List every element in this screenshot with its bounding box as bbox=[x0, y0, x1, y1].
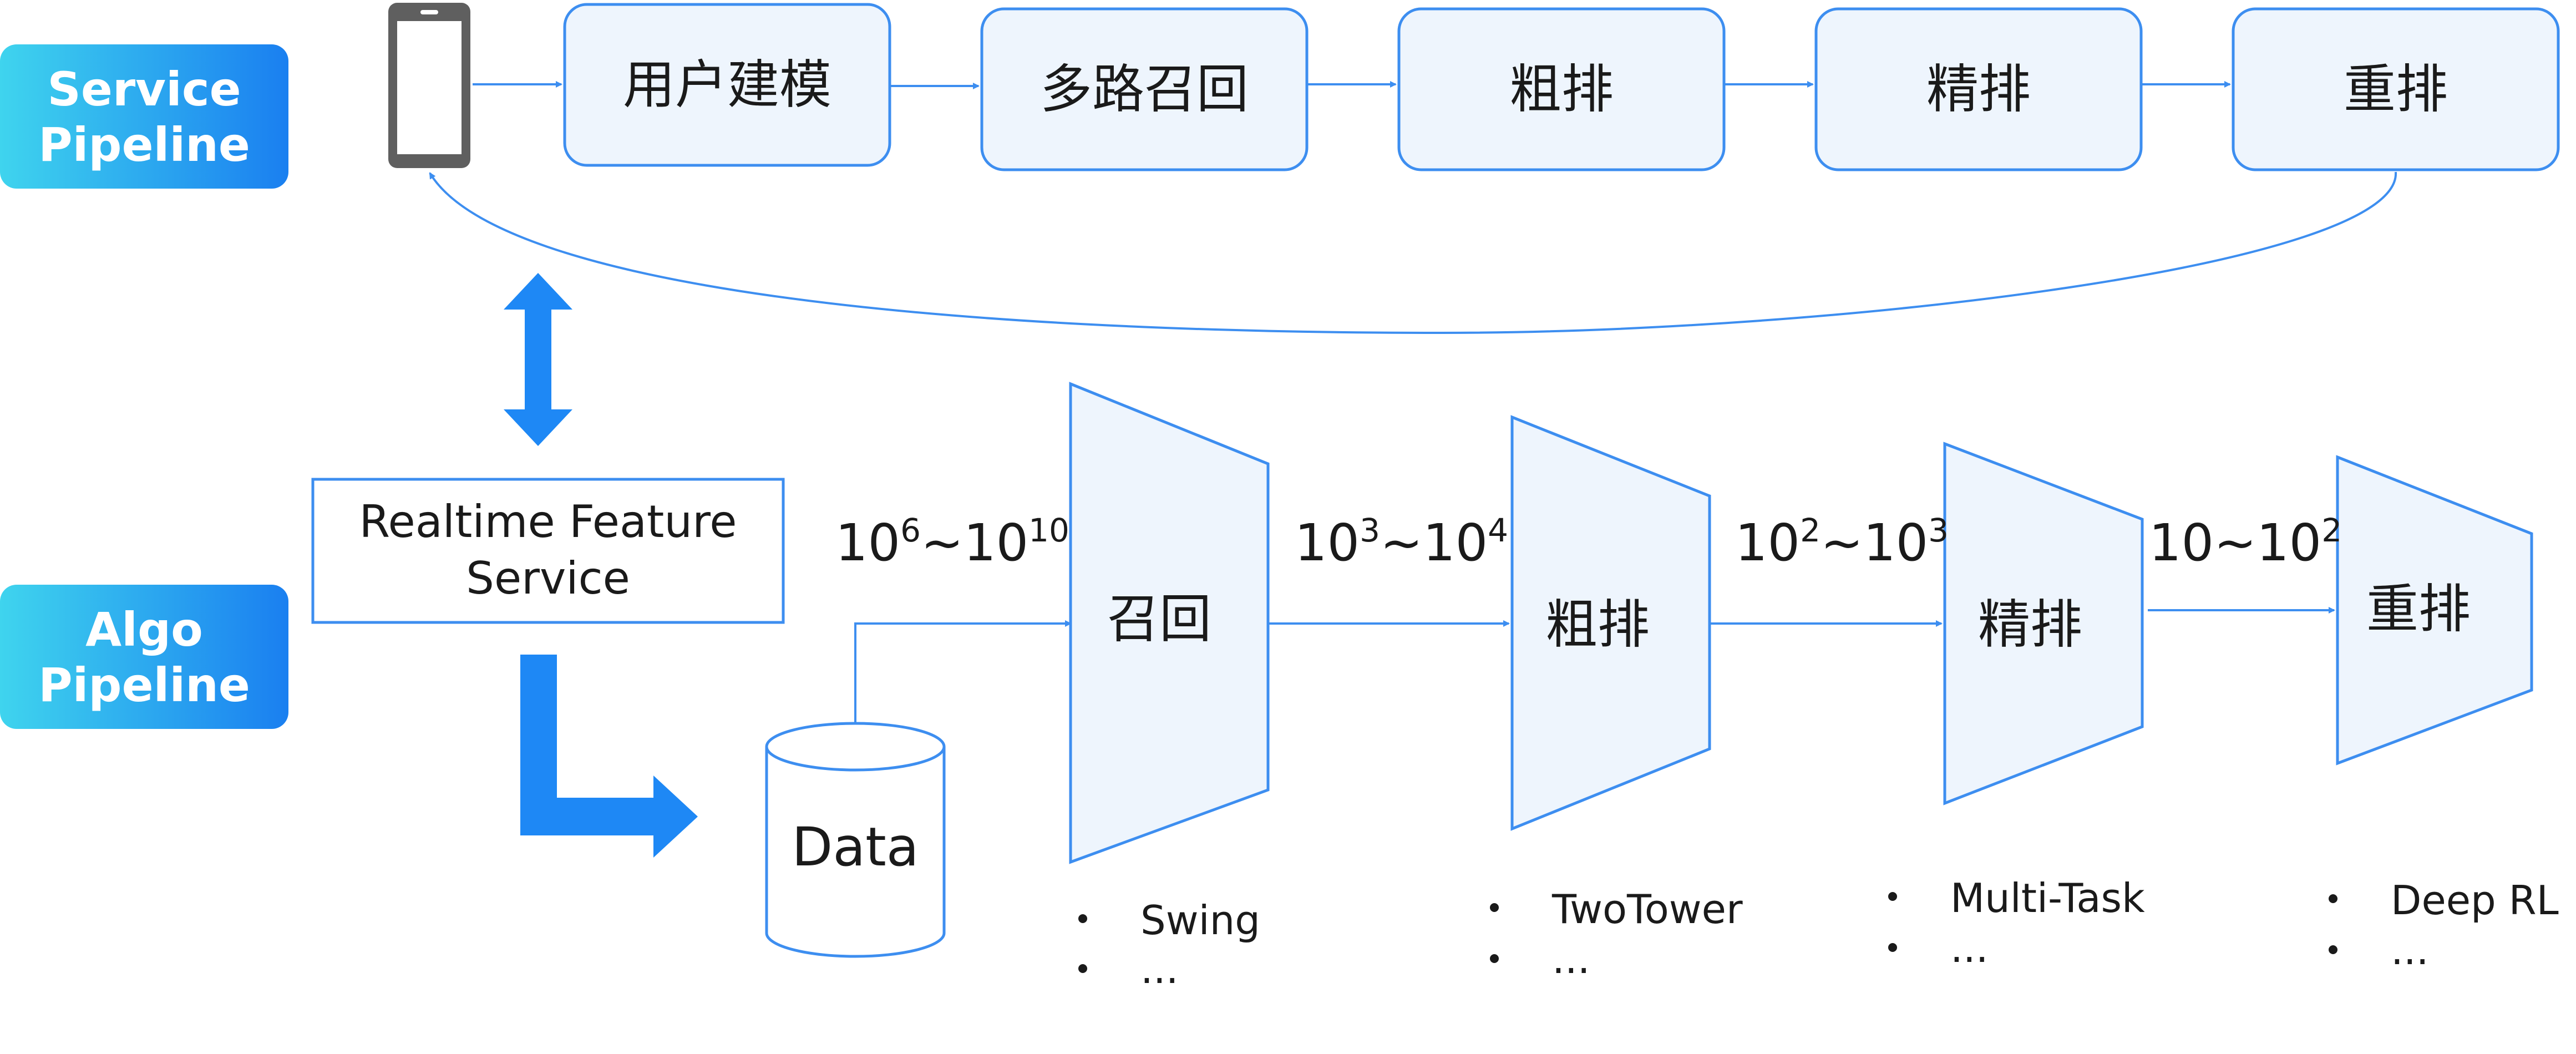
model-item: Swing bbox=[1140, 897, 1260, 944]
feature-service-line2: Service bbox=[466, 553, 630, 604]
funnel-recall: 召回 bbox=[1069, 382, 1270, 864]
feature-service-line1: Realtime Feature bbox=[359, 496, 737, 548]
funnel-coarse-rank: 粗排 bbox=[1510, 415, 1711, 831]
service-stage-coarse-rank: 粗排 bbox=[1397, 7, 1726, 171]
phone-icon bbox=[388, 3, 470, 168]
model-item: Deep RL bbox=[2391, 877, 2559, 924]
stage-label: 粗排 bbox=[1509, 59, 1614, 120]
funnel-fine-rank: 精排 bbox=[1943, 442, 2144, 805]
model-item: ... bbox=[2391, 927, 2429, 974]
funnel-label: 精排 bbox=[1978, 595, 2082, 655]
model-list-fine: Multi-Task ... bbox=[1888, 875, 2145, 971]
scale-label-fine: 102~103 bbox=[1735, 511, 1949, 572]
stage-label: 精排 bbox=[1926, 59, 2031, 120]
algo-badge-line1: Algo bbox=[85, 602, 203, 657]
service-stage-rerank: 重排 bbox=[2232, 7, 2560, 171]
scale-label-coarse: 103~104 bbox=[1295, 511, 1508, 572]
algo-flow-arrows bbox=[1268, 607, 2335, 627]
funnel-label: 重排 bbox=[2366, 579, 2471, 640]
scale-label-rerank: 10~102 bbox=[2149, 511, 2342, 572]
model-list-rerank: Deep RL ... bbox=[2329, 877, 2559, 974]
algo-badge-line2: Pipeline bbox=[38, 658, 250, 712]
model-item: ... bbox=[1950, 925, 1989, 971]
arrow-data-to-recall bbox=[854, 620, 1072, 723]
model-item: TwoTower bbox=[1551, 886, 1743, 933]
service-badge-line1: Service bbox=[47, 62, 241, 116]
model-item: ... bbox=[1140, 946, 1179, 992]
bidirectional-arrow bbox=[504, 273, 572, 446]
realtime-feature-service-box: Realtime Feature Service bbox=[311, 478, 785, 624]
funnel-label: 召回 bbox=[1107, 589, 1211, 650]
model-item: Multi-Task bbox=[1950, 875, 2145, 921]
service-badge-line2: Pipeline bbox=[38, 118, 250, 172]
service-stage-user-modeling: 用户建模 bbox=[563, 3, 891, 167]
arrow-rerank-to-phone bbox=[429, 171, 2397, 335]
service-pipeline-badge: Service Pipeline bbox=[0, 44, 288, 189]
scale-label-recall: 106~1010 bbox=[835, 511, 1069, 572]
stage-label: 重排 bbox=[2344, 59, 2448, 120]
database-icon: Data bbox=[765, 722, 946, 958]
service-stage-multi-recall: 多路召回 bbox=[980, 7, 1309, 171]
data-label: Data bbox=[792, 816, 919, 878]
feature-to-data-arrow bbox=[520, 655, 698, 858]
algo-pipeline-badge: Algo Pipeline bbox=[0, 585, 288, 729]
funnel-rerank: 重排 bbox=[2336, 455, 2533, 766]
model-list-recall: Swing ... bbox=[1078, 897, 1260, 992]
service-flow-arrows bbox=[429, 81, 2397, 335]
model-list-coarse: TwoTower ... bbox=[1490, 886, 1743, 982]
stage-label: 多路召回 bbox=[1040, 59, 1249, 120]
stage-label: 用户建模 bbox=[623, 55, 831, 115]
model-item: ... bbox=[1552, 936, 1590, 982]
funnel-label: 粗排 bbox=[1545, 595, 1650, 655]
service-stage-fine-rank: 精排 bbox=[1814, 7, 2143, 171]
